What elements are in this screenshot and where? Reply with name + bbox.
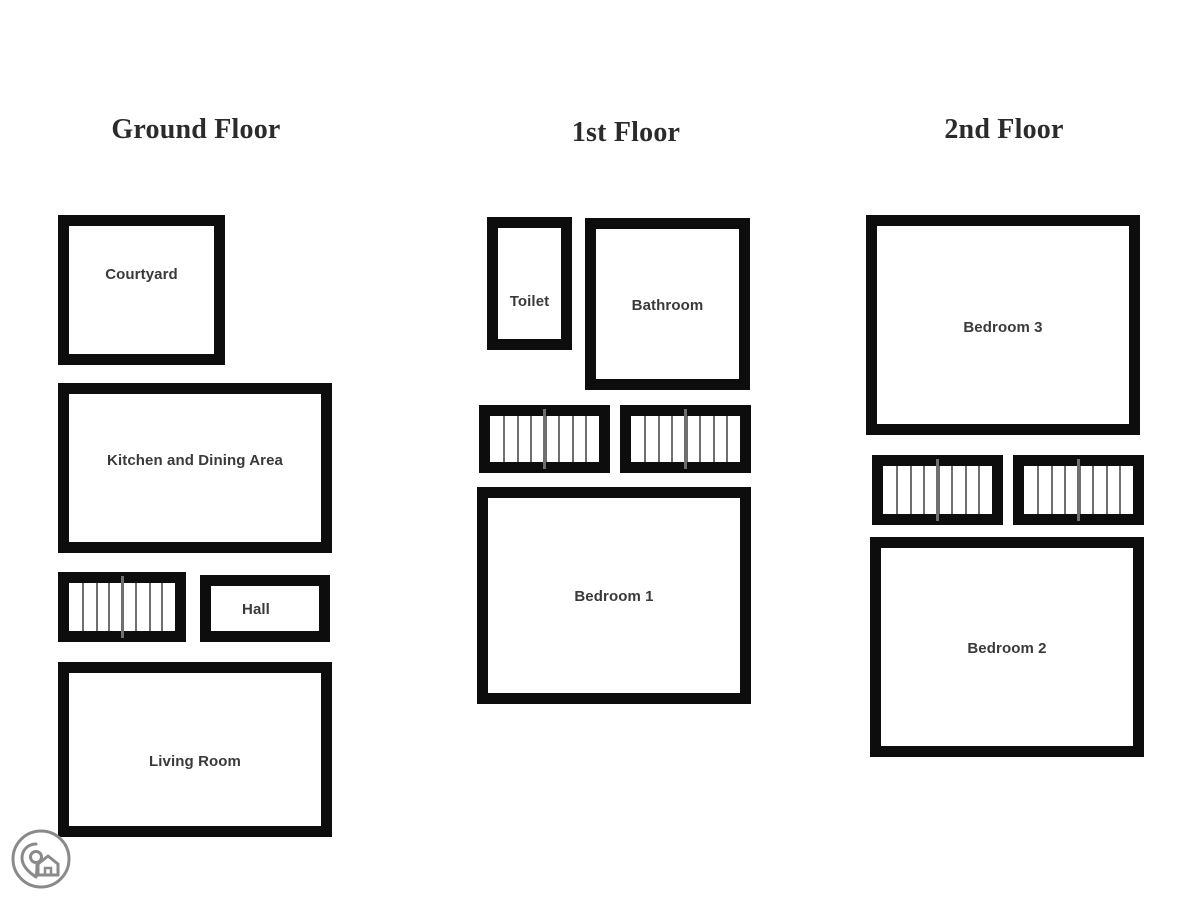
- room-bedroom-1: Bedroom 1: [477, 487, 751, 704]
- staircase-second-1: [872, 455, 1003, 525]
- floor-title-ground: Ground Floor: [111, 114, 281, 145]
- staircase-treads: [1024, 459, 1133, 521]
- staircase-treads: [883, 459, 992, 521]
- staircase-treads: [490, 409, 599, 469]
- room-living-room: Living Room: [58, 662, 332, 837]
- room-hall: Hall: [200, 575, 330, 642]
- room-bedroom-2: Bedroom 2: [870, 537, 1144, 757]
- staircase-direction-line: [936, 459, 939, 521]
- staircase-direction-line: [684, 409, 687, 469]
- staircase-treads: [69, 576, 175, 638]
- room-label-toilet: Toilet: [509, 293, 550, 310]
- room-label-courtyard: Courtyard: [105, 266, 178, 283]
- staircase-first-2: [620, 405, 751, 473]
- room-label-kitchen-dining-area: Kitchen and Dining Area: [107, 452, 283, 469]
- staircase-direction-line: [120, 576, 124, 638]
- staircase-ground-1: [58, 572, 186, 642]
- room-kitchen-dining-area: Kitchen and Dining Area: [58, 383, 332, 553]
- floor-title-second: 2nd Floor: [944, 114, 1064, 145]
- room-toilet: Toilet: [487, 217, 572, 350]
- staircase-first-1: [479, 405, 610, 473]
- staircase-direction-line: [1077, 459, 1080, 521]
- staircase-treads: [631, 409, 740, 469]
- room-label-bedroom-1: Bedroom 1: [574, 588, 654, 605]
- room-label-bedroom-2: Bedroom 2: [967, 640, 1047, 657]
- room-bathroom: Bathroom: [585, 218, 750, 390]
- room-label-living-room: Living Room: [149, 753, 241, 770]
- staircase-second-2: [1013, 455, 1144, 525]
- property-map-pin-house-logo: [10, 828, 72, 890]
- staircase-direction-line: [543, 409, 546, 469]
- room-label-bathroom: Bathroom: [631, 297, 704, 314]
- room-courtyard: Courtyard: [58, 215, 225, 365]
- room-label-bedroom-3: Bedroom 3: [963, 319, 1043, 336]
- room-bedroom-3: Bedroom 3: [866, 215, 1140, 435]
- room-label-hall: Hall: [242, 601, 270, 618]
- floor-title-first: 1st Floor: [571, 117, 681, 148]
